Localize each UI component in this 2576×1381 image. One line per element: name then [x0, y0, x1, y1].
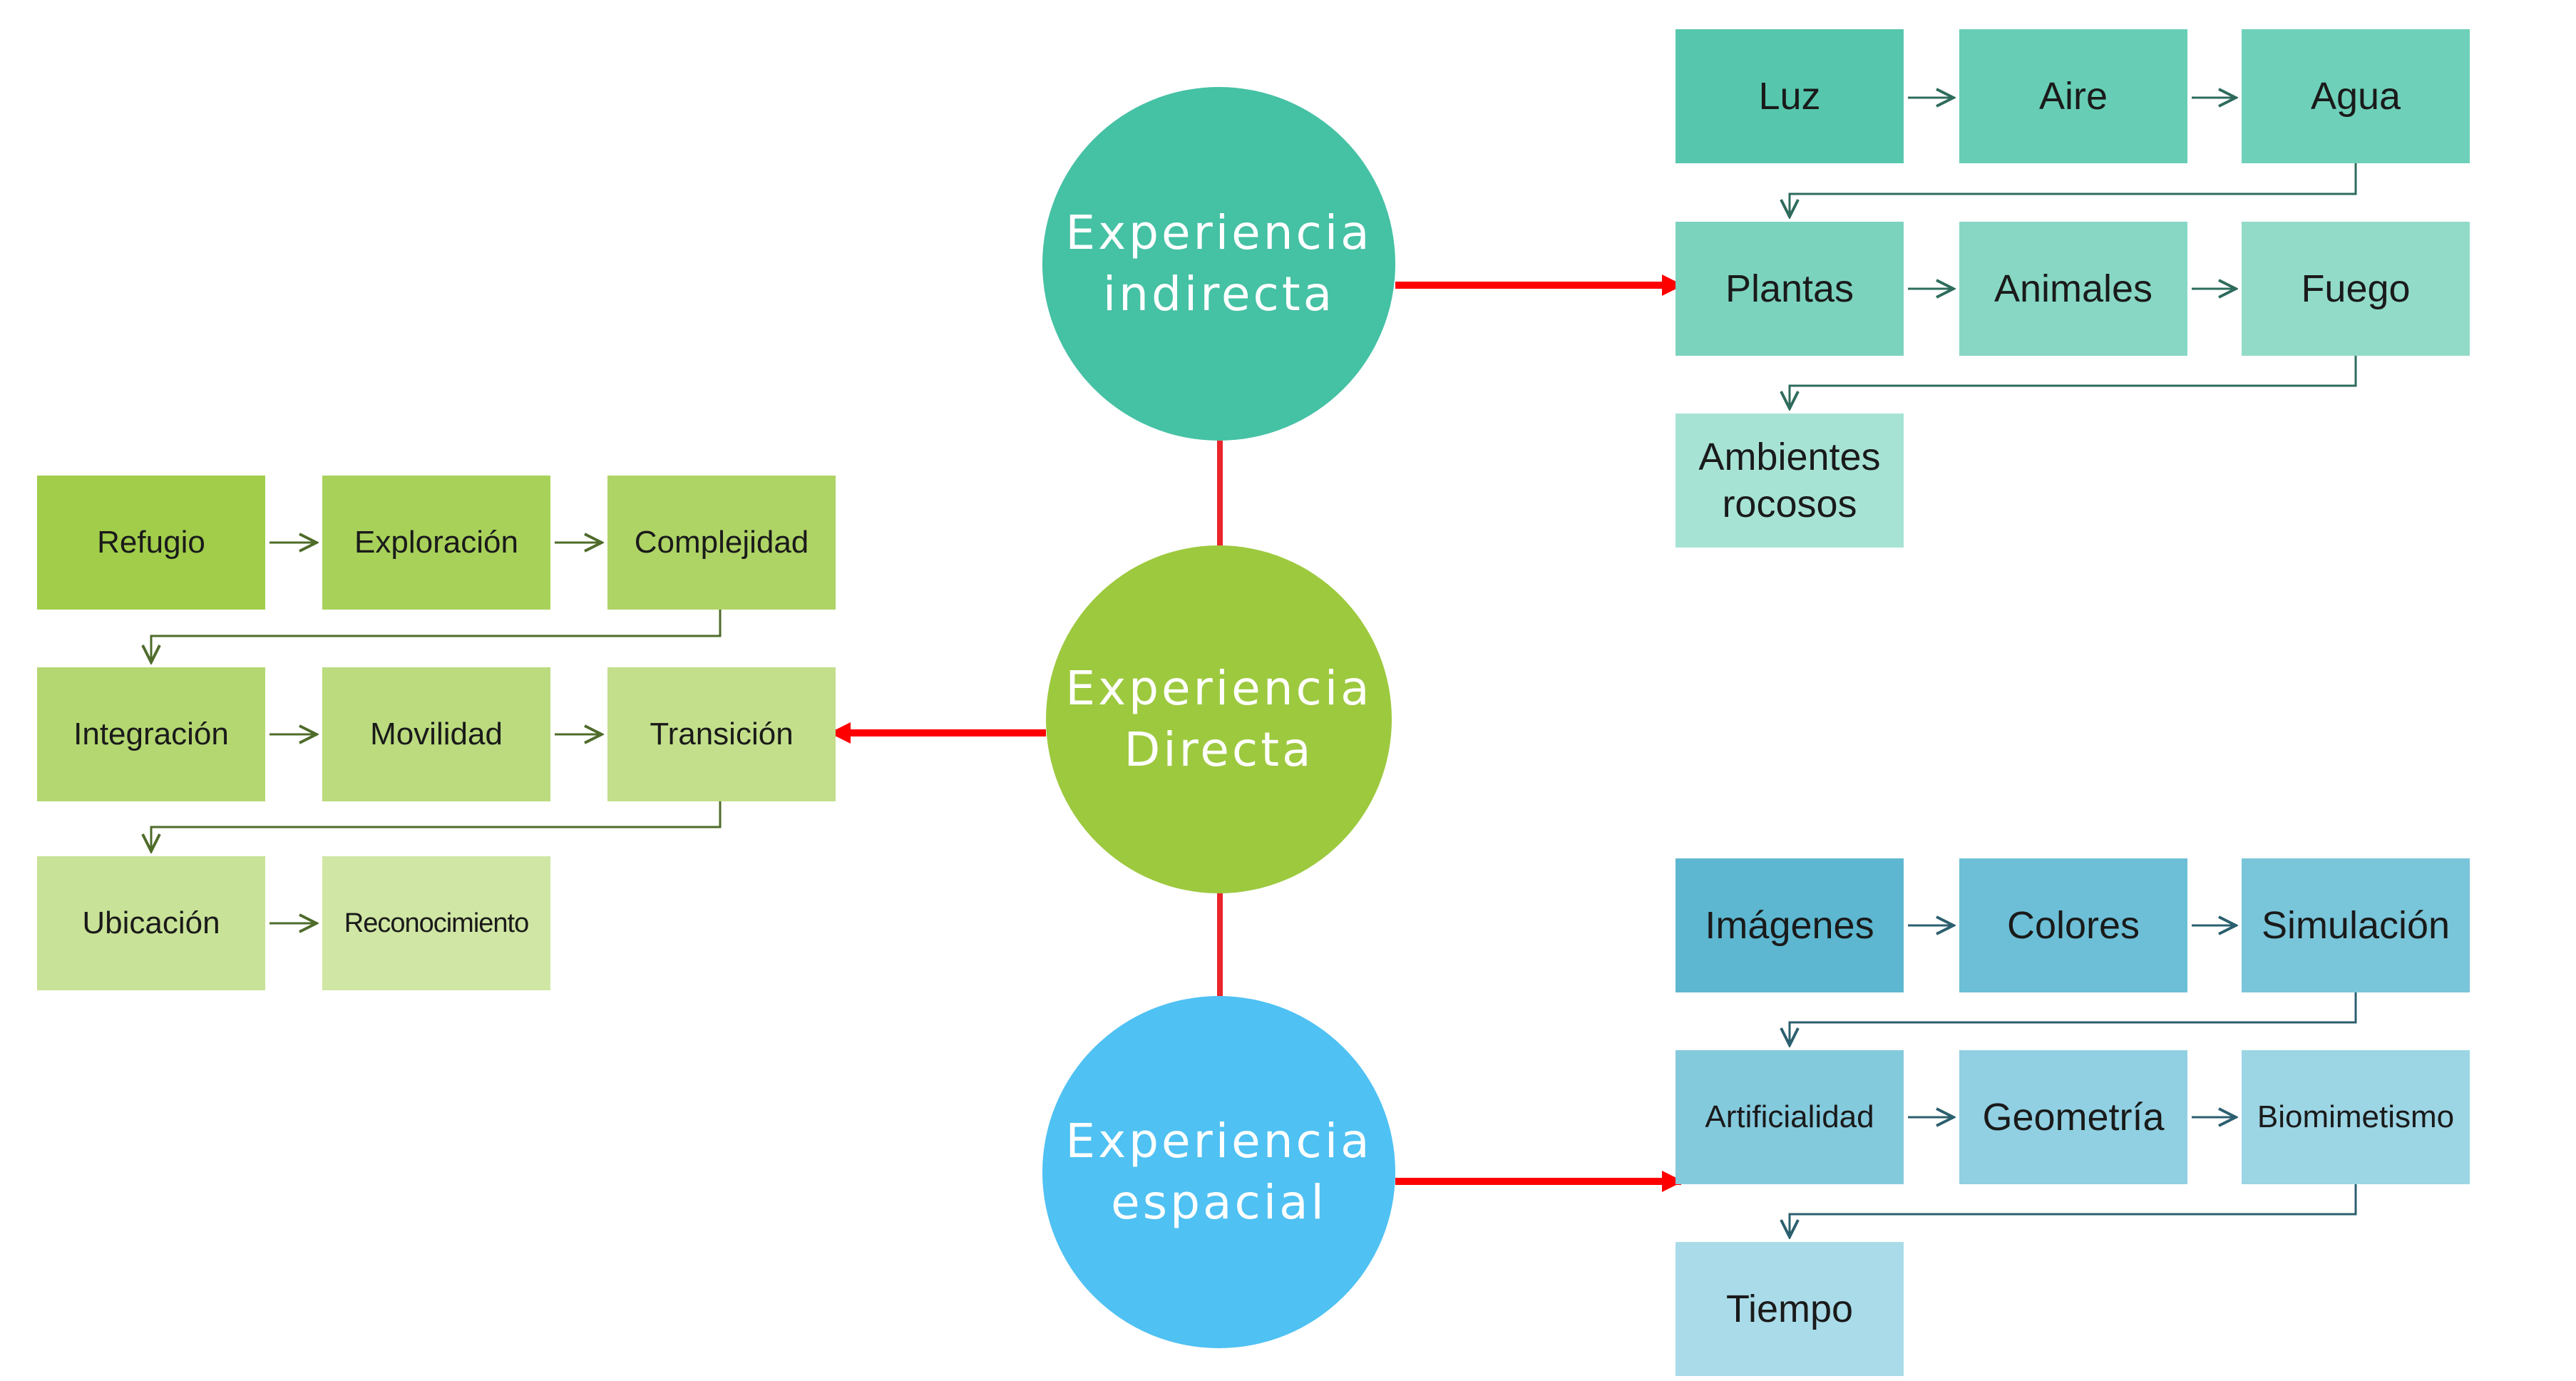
- box-tiempo-label: Tiempo: [1725, 1288, 1854, 1330]
- hub-experiencia-indirecta-label: Experiencia indirecta: [1065, 205, 1372, 322]
- box-colores: Colores: [1959, 858, 2187, 992]
- box-fuego: Fuego: [2242, 222, 2470, 356]
- box-plantas-label: Plantas: [1725, 267, 1854, 310]
- flow-elbow: [1790, 1184, 2357, 1237]
- flow-elbow: [151, 801, 722, 851]
- hub-experiencia-directa-label: Experiencia Directa: [1065, 661, 1372, 777]
- box-animales: Animales: [1959, 222, 2187, 356]
- box-ambientes-rocosos-label: Ambientes rocosos: [1698, 436, 1881, 525]
- box-aire-label: Aire: [2038, 75, 2108, 118]
- box-transicion: Transición: [607, 667, 836, 801]
- box-geometria: Geometría: [1959, 1050, 2187, 1184]
- box-refugio-label: Refugio: [97, 525, 205, 560]
- hub-experiencia-indirecta: Experiencia indirecta: [1042, 87, 1395, 441]
- box-exploracion: Exploración: [322, 476, 550, 610]
- box-geometria-label: Geometría: [1982, 1096, 2165, 1139]
- box-imagenes: Imágenes: [1676, 858, 1904, 992]
- box-integracion-label: Integración: [73, 717, 229, 751]
- box-exploracion-label: Exploración: [354, 525, 518, 560]
- box-aire: Aire: [1959, 29, 2187, 163]
- box-integracion: Integración: [37, 667, 265, 801]
- box-ubicacion-label: Ubicación: [82, 905, 220, 940]
- box-artificialidad: Artificialidad: [1676, 1050, 1904, 1184]
- box-colores-label: Colores: [2006, 904, 2140, 947]
- box-luz: Luz: [1676, 29, 1904, 163]
- box-ubicacion: Ubicación: [37, 856, 265, 990]
- box-refugio: Refugio: [37, 476, 265, 610]
- flow-elbow: [1790, 992, 2357, 1045]
- box-biomimetismo: Biomimetismo: [2242, 1050, 2470, 1184]
- box-agua: Agua: [2242, 29, 2470, 163]
- box-tiempo: Tiempo: [1676, 1242, 1904, 1376]
- box-ambientes-rocosos: Ambientes rocosos: [1676, 414, 1904, 548]
- box-agua-label: Agua: [2310, 75, 2401, 118]
- box-animales-label: Animales: [1993, 267, 2153, 310]
- box-luz-label: Luz: [1758, 75, 1821, 118]
- box-simulacion-label: Simulación: [2261, 904, 2451, 947]
- hub-experiencia-espacial: Experiencia espacial: [1042, 996, 1395, 1348]
- box-plantas: Plantas: [1676, 222, 1904, 356]
- flow-elbow: [1790, 163, 2357, 217]
- box-reconocimiento-label: Reconocimiento: [344, 908, 529, 938]
- hub-experiencia-directa: Experiencia Directa: [1046, 545, 1392, 893]
- box-imagenes-label: Imágenes: [1705, 904, 1874, 947]
- box-movilidad-label: Movilidad: [370, 717, 503, 751]
- box-complejidad: Complejidad: [607, 476, 836, 610]
- box-fuego-label: Fuego: [2301, 267, 2411, 310]
- box-transicion-label: Transición: [650, 717, 794, 751]
- box-artificialidad-label: Artificialidad: [1705, 1099, 1874, 1134]
- box-reconocimiento: Reconocimiento: [322, 856, 550, 990]
- box-complejidad-label: Complejidad: [634, 525, 809, 560]
- box-movilidad: Movilidad: [322, 667, 550, 801]
- box-simulacion: Simulación: [2242, 858, 2470, 992]
- box-biomimetismo-label: Biomimetismo: [2257, 1099, 2455, 1134]
- flow-elbow: [1790, 356, 2357, 409]
- hub-experiencia-espacial-label: Experiencia espacial: [1065, 1114, 1372, 1230]
- flow-elbow: [151, 610, 722, 662]
